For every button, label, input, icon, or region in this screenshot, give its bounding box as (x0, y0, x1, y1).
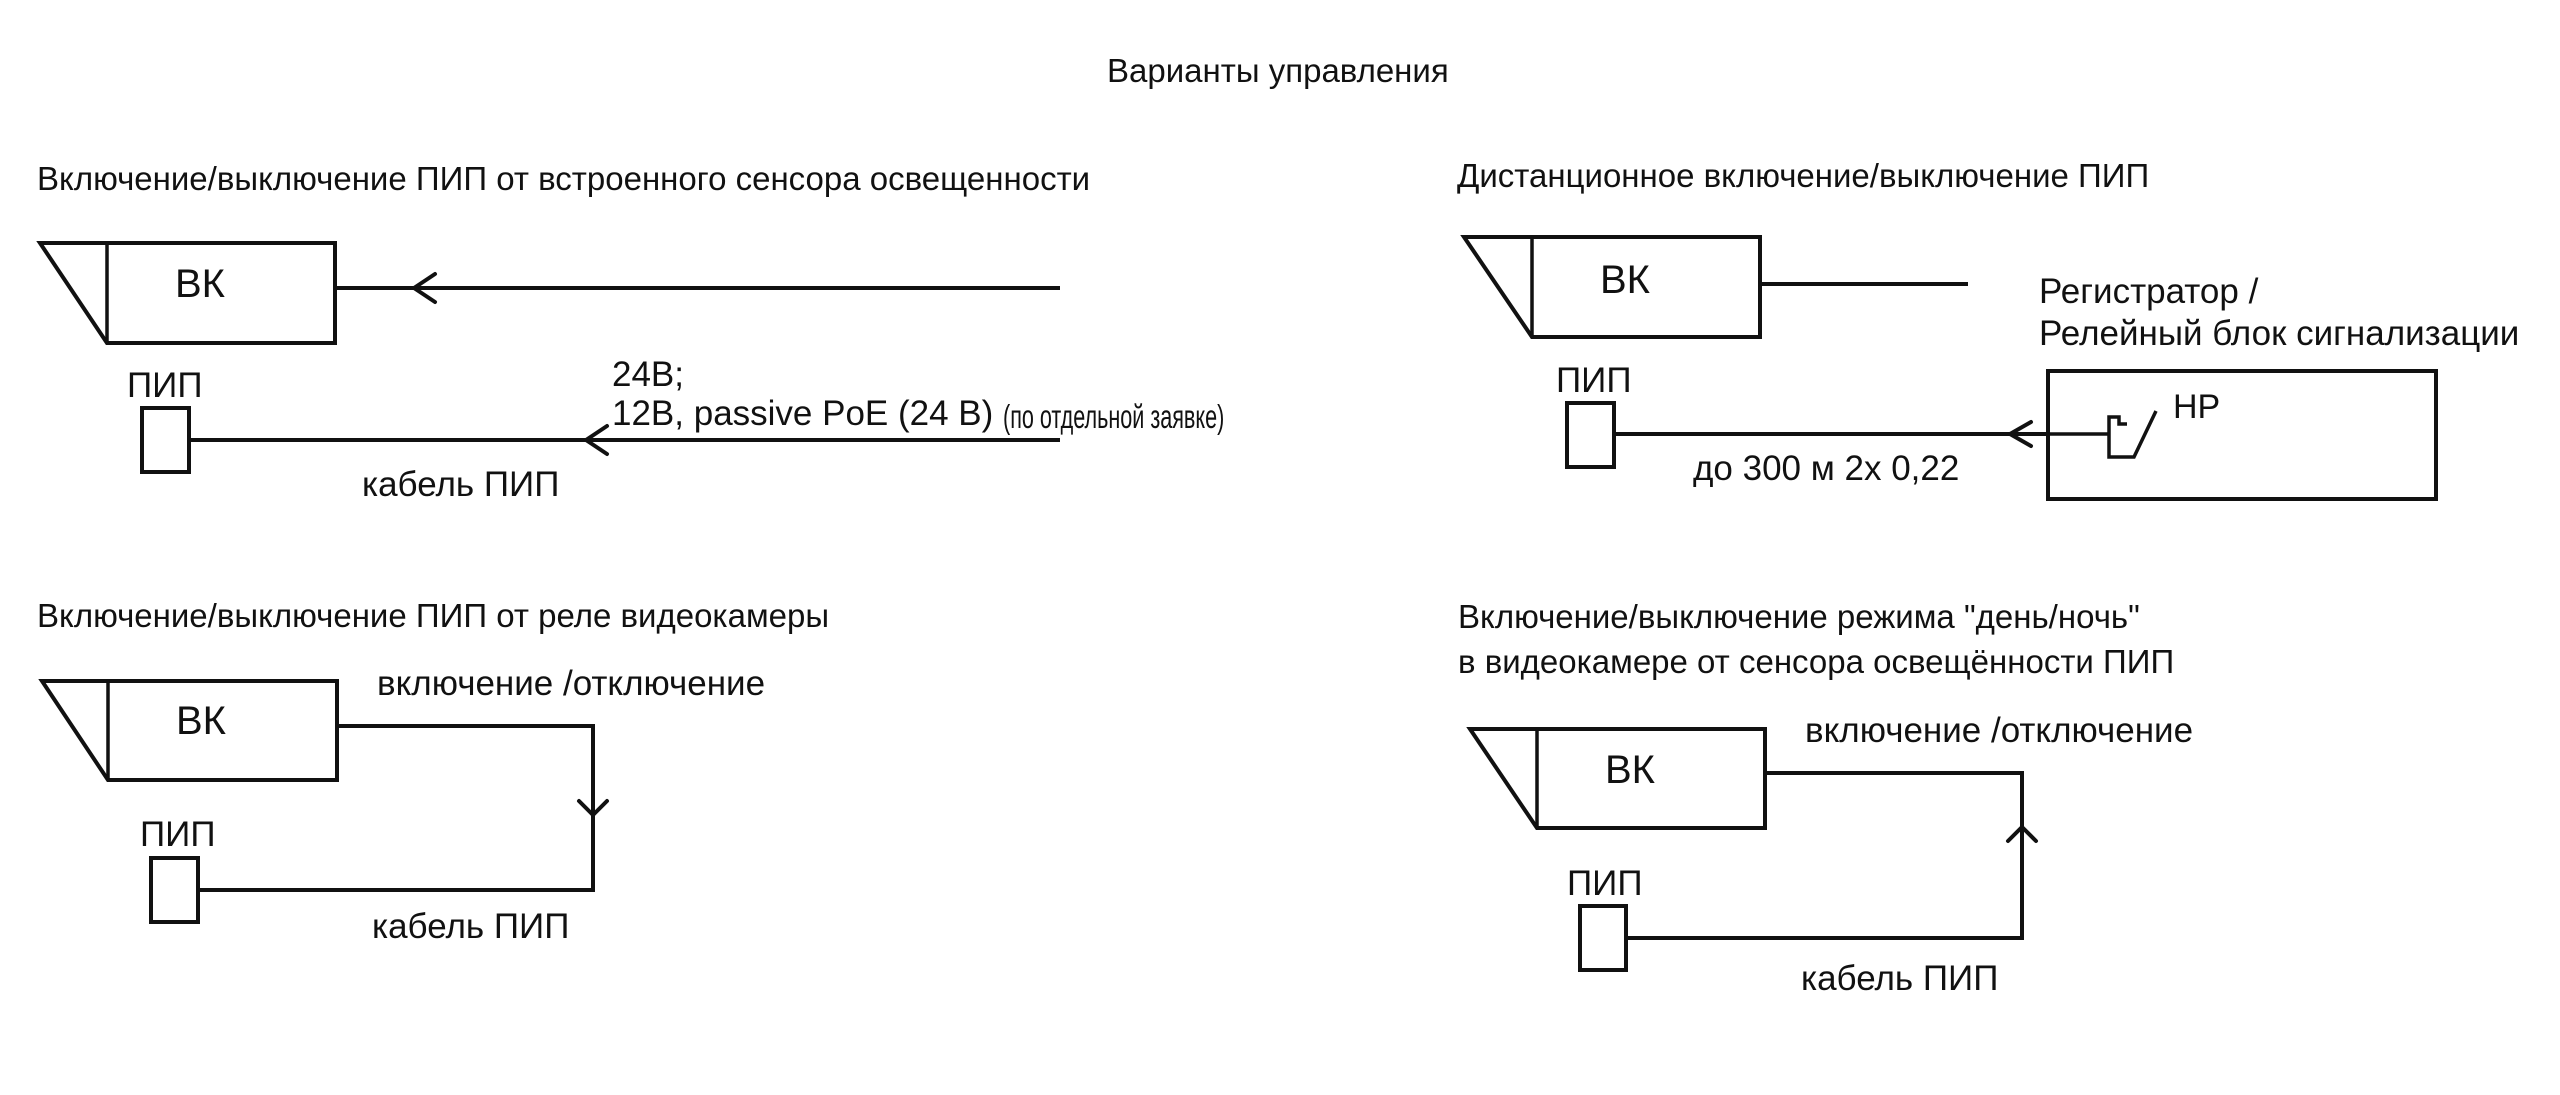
page-title: Варианты управления (1107, 52, 1449, 89)
sensor-icon (1565, 401, 1616, 469)
sensor-label: ПИП (127, 366, 202, 405)
camera-label: ВК (1600, 258, 1651, 302)
sensor-icon (149, 856, 200, 924)
contact-label: НР (2173, 388, 2220, 426)
camera-icon: ВК (1466, 727, 1767, 830)
sensor-label: ПИП (1556, 361, 1631, 400)
arrow-left-icon (412, 272, 437, 304)
arrow-left-icon (2008, 420, 2033, 448)
signal-label: включение /отключение (1805, 711, 2193, 750)
power-option-12v-poe: 12В, passive PoE (24 В) (612, 394, 993, 433)
camera-icon: ВК (1460, 235, 1762, 339)
panel-builtin-sensor: Включение/выключение ПИП от встроенного … (36, 160, 1224, 504)
power-option-24v: 24В; (612, 355, 684, 394)
camera-icon: ВК (36, 241, 337, 345)
sensor-output-line (1624, 771, 2024, 940)
panel-camera-relay: Включение/выключение ПИП от реле видеока… (37, 597, 829, 946)
camera-label: ВК (1605, 748, 1656, 792)
arrow-down-icon (577, 799, 609, 817)
panel-day-night: Включение/выключение режима "день/ночь" … (1458, 598, 2193, 998)
cable-label: кабель ПИП (362, 465, 559, 504)
signal-label: включение /отключение (377, 664, 765, 703)
relay-line (196, 724, 595, 892)
camera-label: ВК (176, 699, 227, 743)
arrow-left-icon (584, 424, 609, 456)
panel-remote: Дистанционное включение/выключение ПИП В… (1457, 157, 2519, 501)
panel-heading-line2: в видеокамере от сенсора освещённости ПИ… (1458, 643, 2174, 680)
panel-heading: Дистанционное включение/выключение ПИП (1457, 157, 2149, 194)
cable-label: кабель ПИП (1801, 959, 1998, 998)
panel-heading: Включение/выключение ПИП от встроенного … (37, 160, 1090, 197)
panel-heading-line1: Включение/выключение режима "день/ночь" (1458, 598, 2140, 635)
sensor-icon (140, 406, 191, 474)
cable-label: кабель ПИП (372, 907, 569, 946)
camera-label: ВК (175, 262, 226, 306)
power-option-note: (по отдельной заявке) (1003, 397, 1224, 435)
relay-block (2046, 369, 2438, 501)
panel-heading: Включение/выключение ПИП от реле видеока… (37, 597, 829, 634)
sensor-label: ПИП (1567, 864, 1642, 903)
cable-label: до 300 м 2х 0,22 (1693, 449, 1959, 488)
recorder-label-line2: Релейный блок сигнализации (2039, 314, 2519, 353)
normally-open-contact-icon (2048, 410, 2158, 459)
arrow-up-icon (2006, 825, 2038, 843)
sensor-icon (1578, 904, 1628, 972)
sensor-label: ПИП (140, 815, 215, 854)
recorder-label-line1: Регистратор / (2039, 272, 2259, 311)
camera-icon: ВК (38, 679, 339, 782)
